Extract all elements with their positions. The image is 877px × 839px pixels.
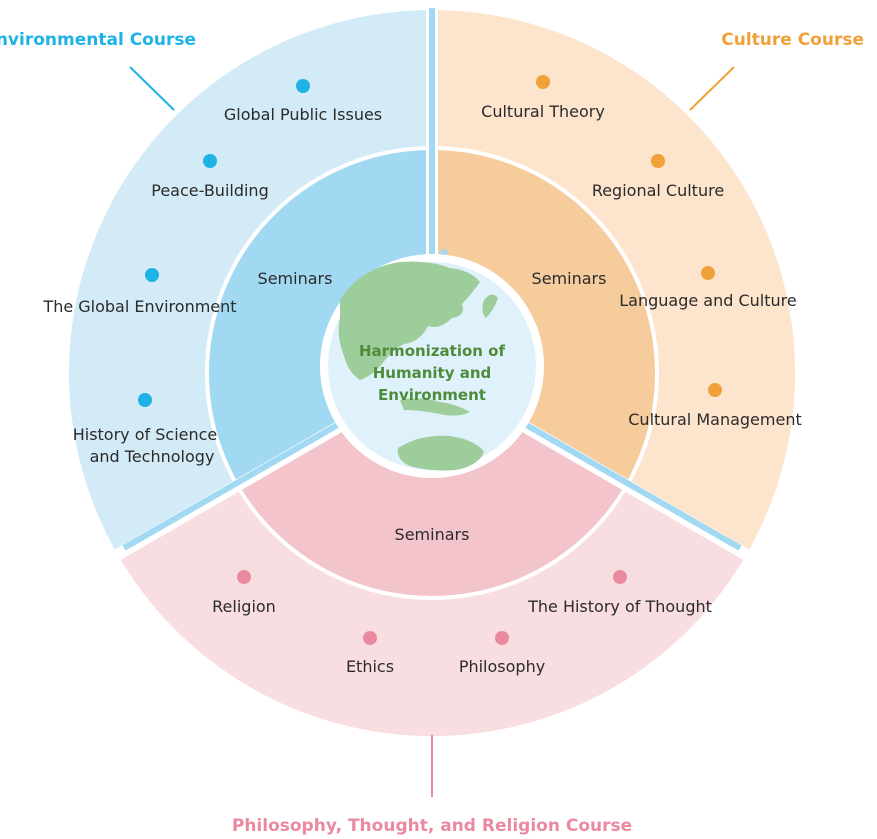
globe-land-australia bbox=[397, 435, 484, 471]
globe-land-japan bbox=[482, 294, 498, 318]
philosophy-topic-dot bbox=[613, 570, 627, 584]
culture-topic-label: Cultural Management bbox=[628, 410, 801, 429]
culture-topic-dot bbox=[708, 383, 722, 397]
philosophy-topic-label: Philosophy bbox=[459, 657, 545, 676]
culture-topic-dot bbox=[701, 266, 715, 280]
environmental-topic-dot bbox=[203, 154, 217, 168]
environmental-leader-line bbox=[129, 66, 175, 111]
environmental-topic-dot bbox=[145, 268, 159, 282]
philosophy-topic-label: Ethics bbox=[346, 657, 394, 676]
environmental-topic-label: History of Science bbox=[73, 425, 218, 444]
culture-topic-dot bbox=[536, 75, 550, 89]
culture-topic-label: Language and Culture bbox=[619, 291, 796, 310]
center-title-line2: Humanity and bbox=[373, 364, 492, 382]
culture-topic-label: Cultural Theory bbox=[481, 102, 605, 121]
philosophy-seminars-label: Seminars bbox=[395, 525, 470, 544]
philosophy-topic-label: The History of Thought bbox=[527, 597, 712, 616]
globe-land-asia bbox=[338, 261, 480, 380]
globe-land-islands bbox=[400, 398, 470, 416]
globe bbox=[320, 254, 544, 478]
center-title-line3: Environment bbox=[378, 386, 486, 404]
philosophy-course-title: Philosophy, Thought, and Religion Course bbox=[232, 816, 632, 836]
culture-topic-label: Regional Culture bbox=[592, 181, 724, 200]
culture-topic-dot bbox=[651, 154, 665, 168]
philosophy-topic-dot bbox=[363, 631, 377, 645]
philosophy-topic-dot bbox=[237, 570, 251, 584]
culture-course-title: Culture Course bbox=[721, 30, 864, 50]
environmental-topic-dot bbox=[138, 393, 152, 407]
culture-leader-line bbox=[689, 66, 735, 111]
environmental-topic-label: Global Public Issues bbox=[224, 105, 382, 124]
philosophy-topic-label: Religion bbox=[212, 597, 276, 616]
center-title-line1: Harmonization of bbox=[359, 342, 506, 360]
culture-seminars-label: Seminars bbox=[532, 269, 607, 288]
philosophy-topic-dot bbox=[495, 631, 509, 645]
environmental-seminars-label: Seminars bbox=[258, 269, 333, 288]
environmental-topic-label-line2: and Technology bbox=[90, 447, 215, 466]
environmental-topic-label: The Global Environment bbox=[42, 297, 236, 316]
environmental-course-title: Environmental Course bbox=[0, 30, 196, 50]
environmental-topic-label: Peace-Building bbox=[151, 181, 268, 200]
environmental-topic-dot bbox=[296, 79, 310, 93]
